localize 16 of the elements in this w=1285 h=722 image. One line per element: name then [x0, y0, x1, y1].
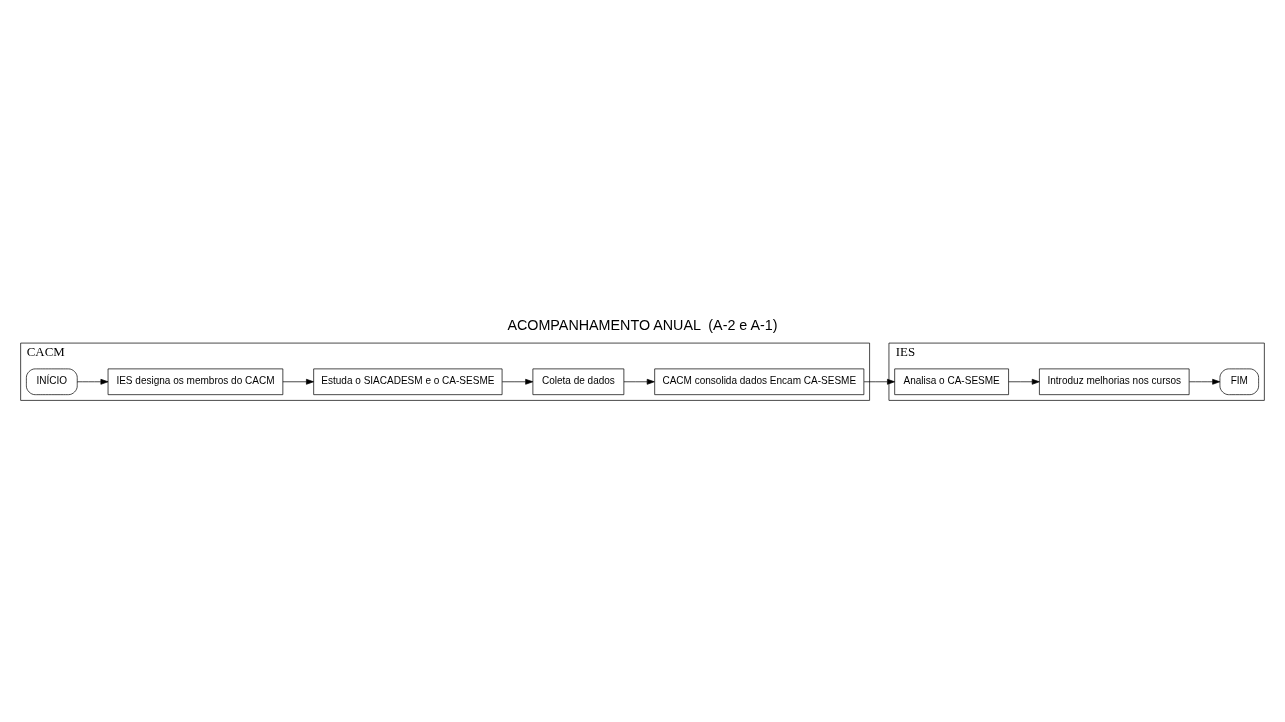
- node-box: Analisa o CA-SESME: [894, 368, 1009, 396]
- arrow: [863, 378, 895, 385]
- arrow: [282, 378, 314, 385]
- node-box: FIM: [1219, 368, 1259, 396]
- arrow: [1189, 378, 1221, 385]
- node-box: Introduz melhorias nos cursos: [1039, 368, 1190, 396]
- arrow: [501, 378, 534, 385]
- diagram-title: ACOMPANHAMENTO ANUAL (A-2 e A-1): [507, 317, 778, 334]
- arrow: [1008, 378, 1040, 385]
- node-box: INÍCIO: [26, 368, 78, 396]
- arrow: [623, 378, 655, 385]
- node-box: IES designa os membros do CACM: [107, 368, 284, 396]
- node-box: CACM consolida dados Encam CA-SESME: [654, 368, 865, 396]
- node-box: Estuda o SIACADESM e o CA-SESME: [313, 368, 503, 396]
- arrow: [76, 378, 109, 385]
- node-box: Coleta de dados: [532, 368, 625, 396]
